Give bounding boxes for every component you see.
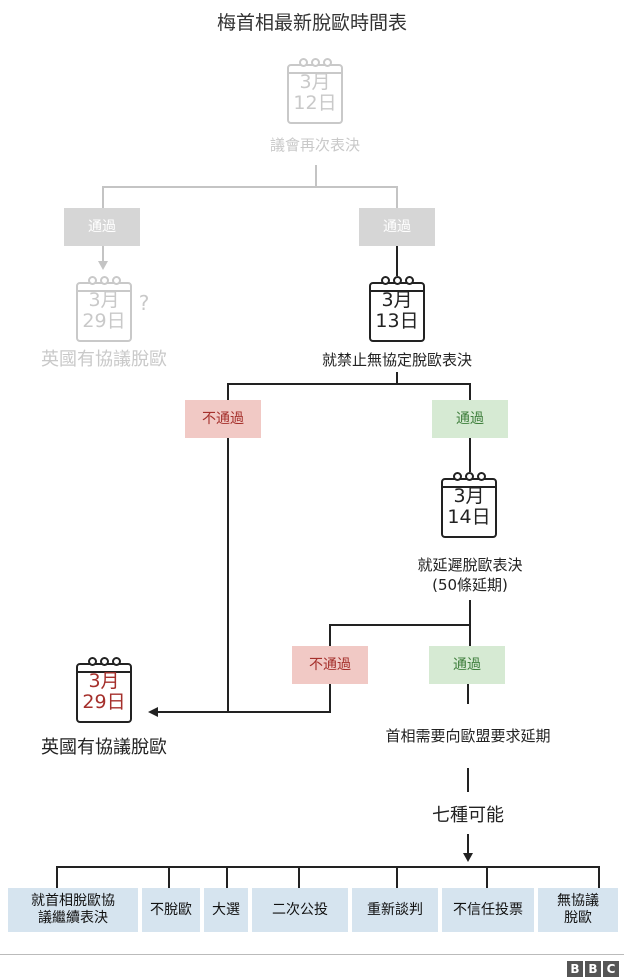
vote1-month: 3月 bbox=[299, 71, 331, 93]
vote3-label: 就延遲脫歐表決 (50條延期) bbox=[370, 555, 570, 596]
logo-letter: C bbox=[603, 961, 619, 977]
left-outcome-day: 29日 bbox=[82, 310, 126, 332]
option-line: 不脫歐 bbox=[150, 901, 192, 918]
option-box: 就首相脫歐協 議繼續表決 bbox=[8, 888, 138, 932]
vote2-label: 就禁止無協定脫歐表決 bbox=[321, 351, 472, 369]
vote3-label-line2: (50條延期) bbox=[432, 576, 508, 595]
vote2-month: 3月 bbox=[381, 289, 413, 311]
vote2-day: 13日 bbox=[375, 310, 419, 332]
option-line: 重新談判 bbox=[367, 901, 423, 918]
no-deal-label: 英國有協議脫歐 bbox=[41, 737, 167, 758]
no-deal-day: 29日 bbox=[82, 691, 126, 713]
branch2-pass-box: 通過 bbox=[432, 400, 508, 438]
vote3-label-line1: 就延遲脫歐表決 bbox=[417, 556, 523, 574]
option-box: 二次公投 bbox=[252, 888, 348, 932]
option-box: 大選 bbox=[204, 888, 248, 932]
option-box: 不脫歐 bbox=[142, 888, 200, 932]
diagram-title: 梅首相最新脫歐時間表 bbox=[216, 12, 407, 34]
branch1-left-pass-box: 通過 bbox=[64, 208, 140, 246]
option-line: 脫歐 bbox=[564, 910, 592, 926]
vote1-day: 12日 bbox=[293, 92, 337, 114]
option-line: 無協議 bbox=[557, 893, 599, 910]
left-outcome-month: 3月 bbox=[88, 289, 120, 311]
extension-label: 首相需要向歐盟要求延期 bbox=[385, 727, 551, 745]
option-line: 就首相脫歐協 bbox=[31, 893, 115, 910]
branch3-fail-box: 不通過 bbox=[292, 646, 368, 684]
logo-letter: B bbox=[585, 961, 601, 977]
branch1-right-pass-box: 通過 bbox=[359, 208, 435, 246]
option-line: 二次公投 bbox=[272, 901, 328, 918]
option-box: 無協議 脫歐 bbox=[538, 888, 618, 932]
no-deal-month: 3月 bbox=[88, 670, 120, 692]
option-box: 不信任投票 bbox=[442, 888, 534, 932]
vote3-day: 14日 bbox=[447, 506, 491, 528]
vote1-label: 議會再次表決 bbox=[269, 136, 360, 154]
option-box: 重新談判 bbox=[352, 888, 438, 932]
question-mark: ? bbox=[138, 291, 150, 315]
option-line: 不信任投票 bbox=[453, 901, 523, 918]
option-line: 大選 bbox=[212, 901, 240, 918]
bbc-logo: B B C bbox=[567, 961, 619, 977]
branch3-pass-box: 通過 bbox=[429, 646, 505, 684]
option-line: 議繼續表決 bbox=[38, 910, 108, 926]
left-outcome-label: 英國有協議脫歐 bbox=[41, 349, 167, 370]
seven-possibilities-label: 七種可能 bbox=[432, 805, 504, 826]
branch2-fail-box: 不通過 bbox=[185, 400, 261, 438]
vote3-month: 3月 bbox=[453, 485, 485, 507]
logo-letter: B bbox=[567, 961, 583, 977]
